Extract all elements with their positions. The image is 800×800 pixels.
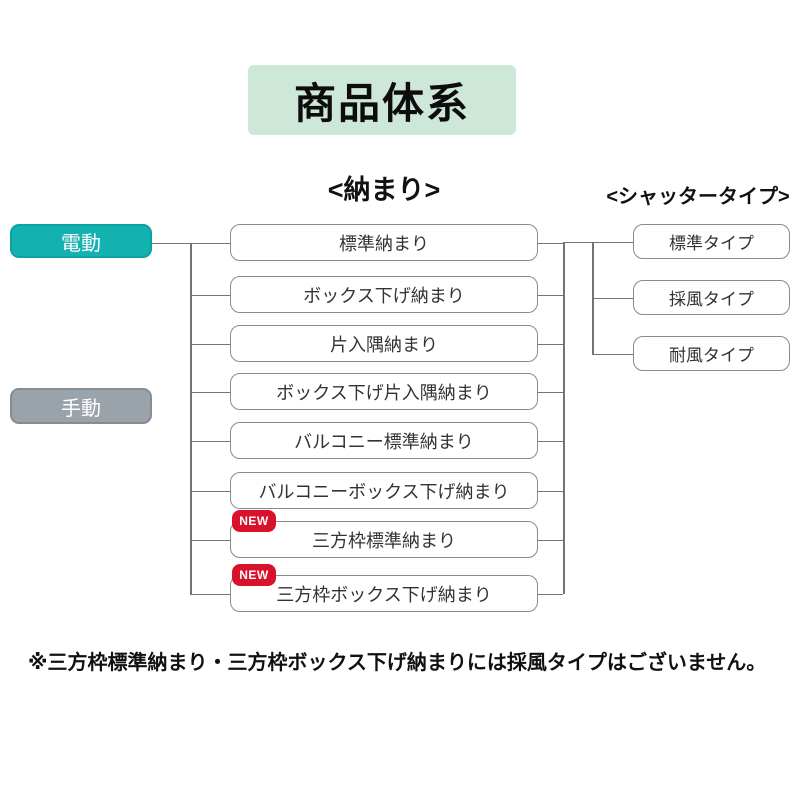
connector-line	[592, 353, 633, 355]
page-title-text: 商品体系	[293, 79, 470, 127]
connector-line	[538, 391, 563, 393]
connector-line	[190, 539, 230, 541]
connector-line	[538, 490, 563, 492]
connector-line	[538, 593, 563, 595]
connector-line	[538, 294, 563, 296]
connector-line	[538, 440, 563, 442]
osamari-box: 片入隅納まり	[230, 325, 538, 362]
connector-line	[190, 490, 230, 492]
osamari-box: ボックス下げ片入隅納まり	[230, 373, 538, 410]
connector-line	[592, 297, 633, 299]
connector-line	[190, 242, 192, 594]
new-badge: NEW	[232, 510, 276, 532]
osamari-box: ボックス下げ納まり	[230, 276, 538, 313]
page-title: 商品体系	[248, 65, 516, 135]
connector-line	[538, 539, 563, 541]
connector-line	[190, 593, 230, 595]
connector-line	[190, 440, 230, 442]
osamari-box: 三方枠ボックス下げ納まり	[230, 575, 538, 612]
connector-line	[190, 391, 230, 393]
electric-drive-button: 電動	[10, 224, 152, 258]
connector-line	[563, 241, 633, 243]
connector-line	[538, 242, 563, 244]
shutter-type-box: 標準タイプ	[633, 224, 790, 259]
osamari-box: バルコニー標準納まり	[230, 422, 538, 459]
new-badge: NEW	[232, 564, 276, 586]
shutter-type-box: 耐風タイプ	[633, 336, 790, 371]
manual-drive-button: 手動	[10, 388, 152, 424]
column-header-osamari: <納まり>	[327, 175, 441, 205]
osamari-box: 三方枠標準納まり	[230, 521, 538, 558]
osamari-box: バルコニーボックス下げ納まり	[230, 472, 538, 509]
connector-line	[190, 343, 230, 345]
shutter-type-box: 採風タイプ	[633, 280, 790, 315]
column-header-shutter-type: <シャッタータイプ>	[606, 186, 790, 208]
connector-line	[190, 294, 230, 296]
connector-line	[538, 343, 563, 345]
footnote: ※三方枠標準納まり・三方枠ボックス下げ納まりには採風タイプはございません。	[28, 652, 767, 674]
connector-line	[563, 242, 565, 594]
osamari-box: 標準納まり	[230, 224, 538, 261]
